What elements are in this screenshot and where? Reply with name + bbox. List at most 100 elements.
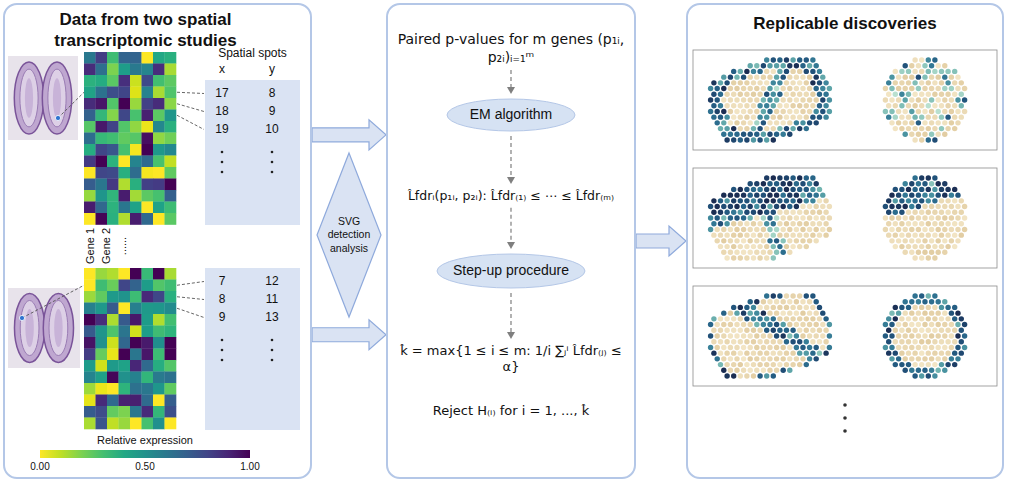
spot	[909, 74, 914, 79]
spot	[784, 57, 789, 62]
spot	[774, 215, 779, 220]
heatmap-cell	[153, 280, 165, 292]
heatmap-cell	[142, 179, 154, 191]
spot	[754, 227, 759, 232]
spot	[929, 120, 934, 125]
spot	[721, 238, 726, 243]
spot	[889, 227, 894, 232]
spot	[728, 74, 733, 79]
spot	[731, 103, 736, 108]
spot	[929, 356, 934, 361]
spot	[962, 204, 967, 209]
spot	[728, 310, 733, 315]
spot	[952, 362, 957, 367]
spot	[800, 322, 805, 327]
spot	[807, 299, 812, 304]
heatmap-cell	[153, 167, 165, 179]
spot	[790, 210, 795, 215]
heatmap-cell	[96, 133, 108, 145]
spot	[912, 69, 917, 74]
spot	[906, 350, 911, 355]
spot	[932, 69, 937, 74]
heatmap-cell	[84, 52, 96, 64]
spot	[936, 86, 941, 91]
spot	[955, 192, 960, 197]
spot	[761, 250, 766, 255]
spot	[814, 63, 819, 68]
spot	[757, 316, 762, 321]
spot	[883, 215, 888, 220]
spot	[724, 362, 729, 367]
heatmap-cell	[96, 87, 108, 99]
spot	[757, 362, 762, 367]
spot	[952, 69, 957, 74]
heatmap-cell	[96, 395, 108, 407]
spot	[906, 328, 911, 333]
spot	[767, 97, 772, 102]
spot	[810, 57, 815, 62]
spot	[929, 368, 934, 373]
spot	[718, 328, 723, 333]
heatmap-cell	[142, 52, 154, 64]
spot	[790, 362, 795, 367]
spot	[718, 339, 723, 344]
spot	[936, 356, 941, 361]
spot-marker	[19, 315, 24, 320]
spot	[817, 328, 822, 333]
spot	[932, 328, 937, 333]
spot	[823, 316, 828, 321]
spot	[767, 192, 772, 197]
heatmap-cell	[130, 98, 142, 110]
ellipsis-dot	[221, 339, 224, 342]
heatmap-cell	[119, 179, 131, 191]
spot	[827, 204, 832, 209]
tick-label: 1.00	[230, 461, 270, 473]
spot	[955, 215, 960, 220]
heatmap-cell	[107, 98, 119, 110]
spot	[748, 86, 753, 91]
spot	[741, 238, 746, 243]
heatmap-cell	[119, 314, 131, 326]
spot	[922, 345, 927, 350]
spot	[741, 120, 746, 125]
spot	[909, 63, 914, 68]
spot	[922, 109, 927, 114]
spot	[926, 126, 931, 131]
spot	[929, 181, 934, 186]
spot	[724, 255, 729, 260]
leader-line	[58, 92, 84, 118]
spot	[906, 305, 911, 310]
spot	[916, 368, 921, 373]
spot	[718, 316, 723, 321]
heatmap-cell	[84, 326, 96, 338]
heatmap-cell	[107, 121, 119, 133]
spot	[748, 238, 753, 243]
spot	[909, 86, 914, 91]
heatmap-cell	[130, 372, 142, 384]
spot	[764, 232, 769, 237]
spot	[804, 114, 809, 119]
spot	[955, 322, 960, 327]
spot	[896, 238, 901, 243]
spot	[744, 328, 749, 333]
leader-lines	[22, 92, 204, 318]
spot	[790, 103, 795, 108]
spot	[741, 204, 746, 209]
spot	[724, 137, 729, 142]
heatmap-cell	[165, 144, 177, 156]
spot	[781, 238, 786, 243]
dashed-arrow	[510, 293, 511, 333]
diamond-label: SVG detection analysis	[321, 215, 377, 254]
spot	[721, 310, 726, 315]
spot	[804, 328, 809, 333]
spot	[784, 175, 789, 180]
spot	[807, 356, 812, 361]
spot	[949, 345, 954, 350]
spot	[744, 187, 749, 192]
heatmap-cell	[165, 314, 177, 326]
spot	[912, 221, 917, 226]
spot	[814, 299, 819, 304]
spot	[800, 215, 805, 220]
spot	[794, 74, 799, 79]
spot	[817, 221, 822, 226]
